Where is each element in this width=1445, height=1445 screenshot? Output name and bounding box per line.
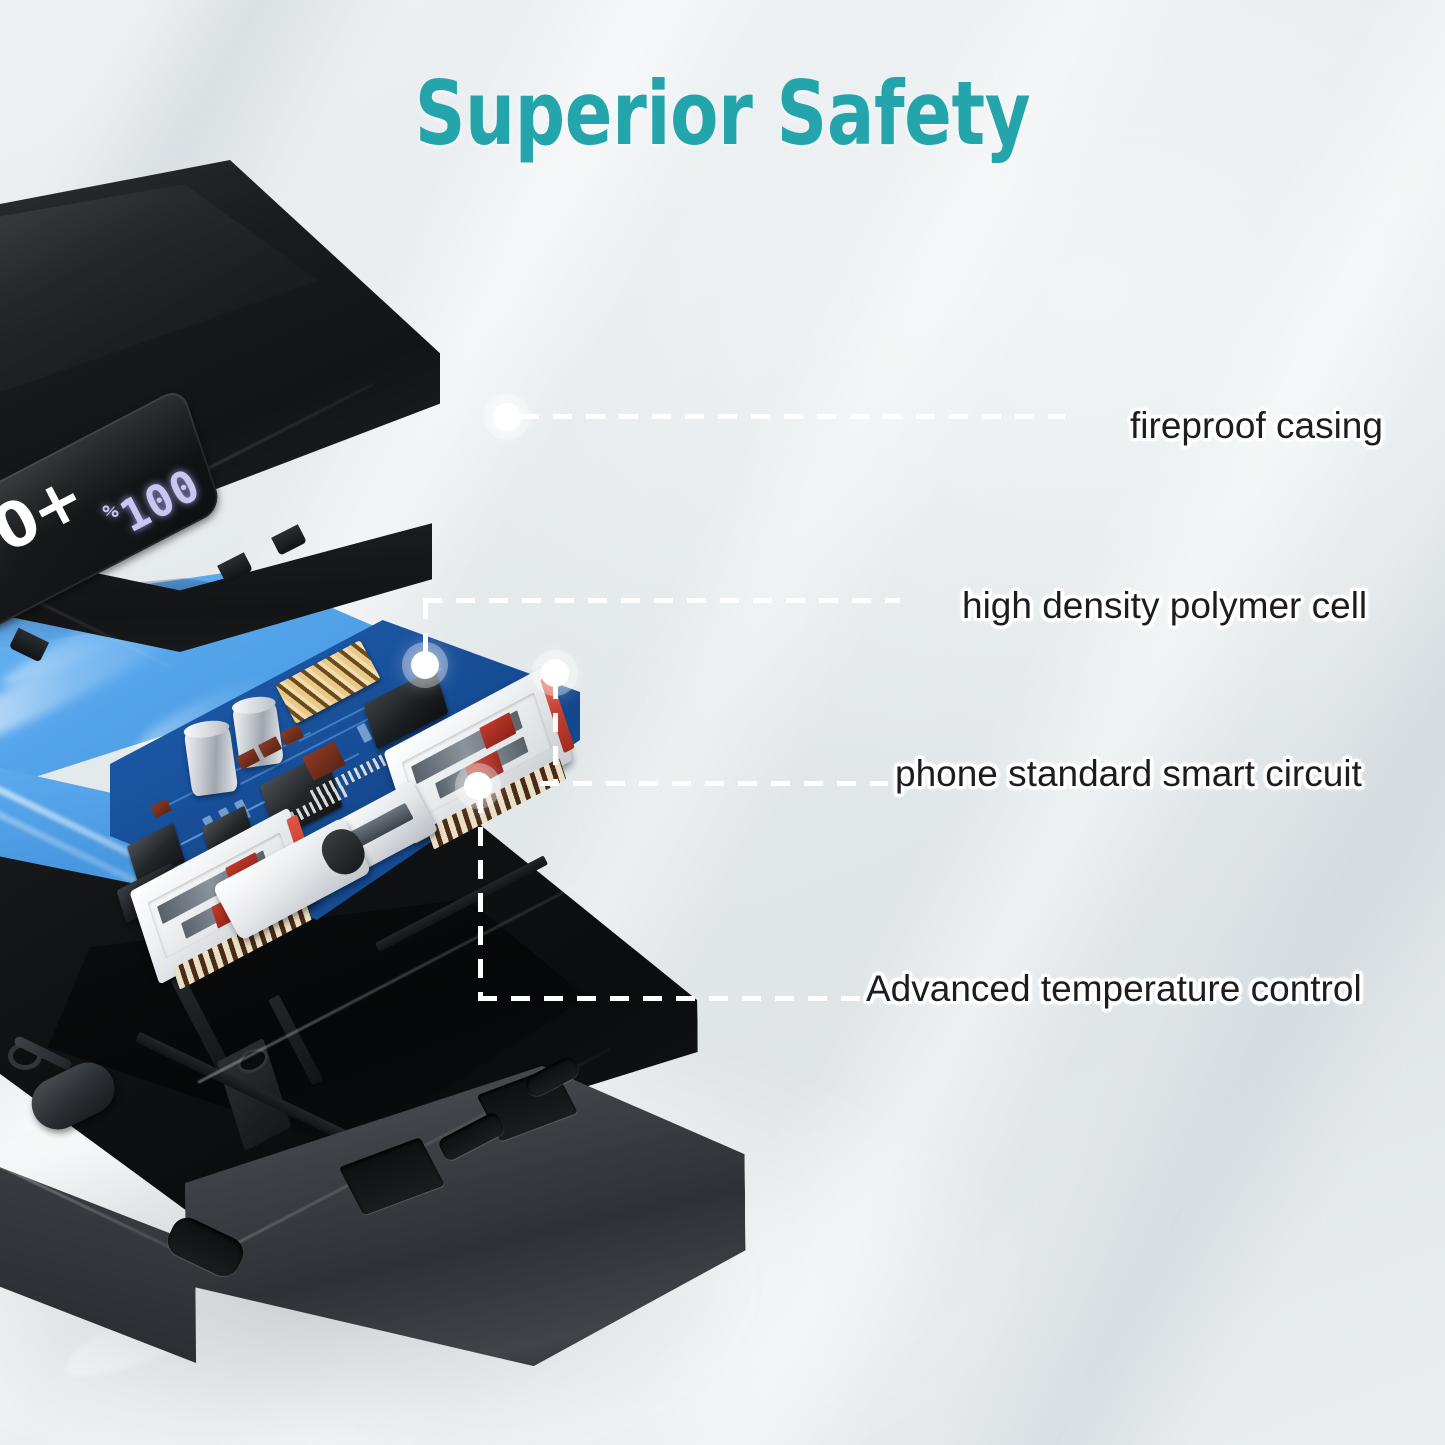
callout-line-temperature-control-vertical [478, 794, 483, 999]
callout-line-polymer-cell-horizontal [423, 598, 900, 603]
lid-tab [8, 627, 50, 663]
product-exploded-view: 50+ Ah %100 [0, 150, 880, 1445]
callout-label-temperature-control: Advanced temperature control [866, 968, 1362, 1009]
circuit-board [110, 620, 630, 990]
callout-line-smart-circuit-horizontal [540, 781, 888, 786]
callout-dot-fireproof-casing [493, 403, 521, 431]
page-title: Superior Safety [414, 62, 1031, 165]
top-lid: 50+ Ah %100 [0, 160, 480, 740]
lid-tab [271, 524, 307, 556]
callout-label-smart-circuit: phone standard smart circuit [895, 753, 1362, 794]
callout-label-polymer-cell: high density polymer cell [962, 585, 1368, 626]
callout-line-fireproof-casing [520, 414, 1065, 419]
callout-line-temperature-control-horizontal [478, 996, 861, 1001]
callout-line-polymer-cell-vertical [423, 600, 428, 660]
callout-label-fireproof-casing: fireproof casing [1130, 405, 1383, 446]
callout-line-smart-circuit-vertical [553, 680, 558, 783]
